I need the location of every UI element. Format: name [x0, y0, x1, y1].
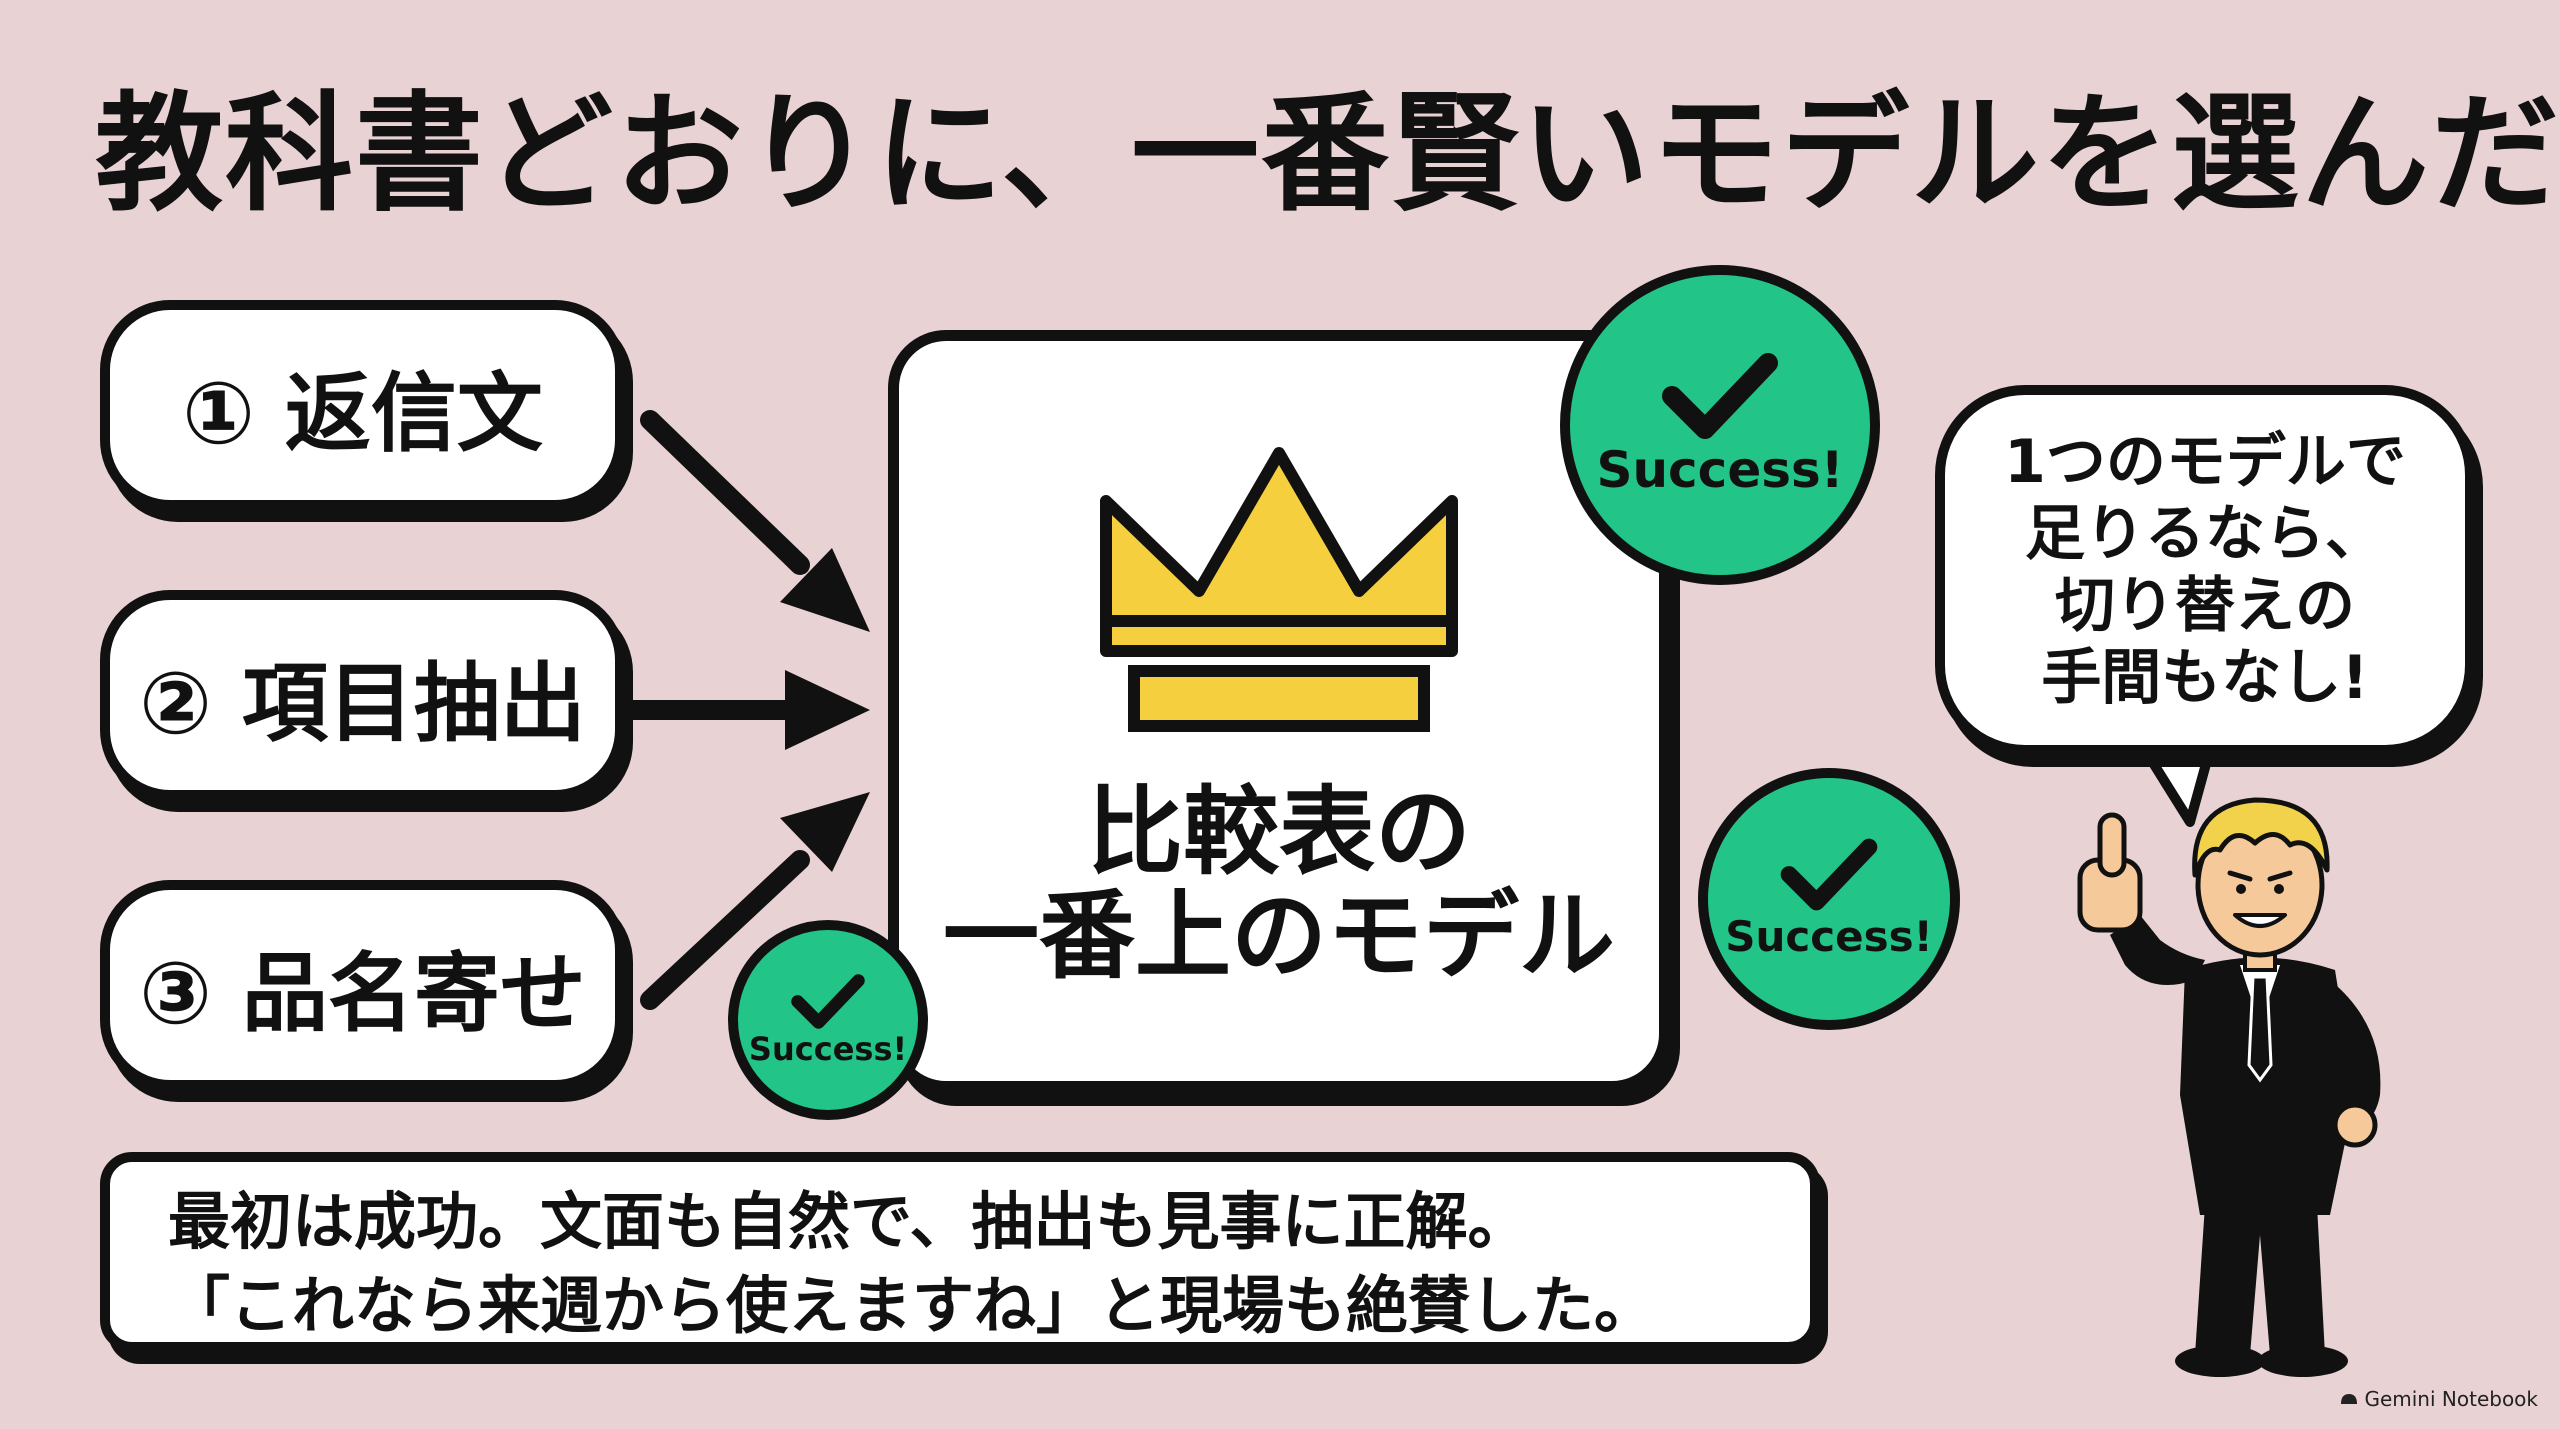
step-item-extraction: ② 項目抽出 — [100, 590, 625, 800]
arrow-head-3 — [780, 792, 870, 872]
top-model-label: 比較表の 一番上のモデル — [899, 776, 1659, 992]
arrow-head-1 — [780, 548, 870, 632]
caption-box: 最初は成功。文面も自然で、抽出も見事に正解。 「これなら来週から使えますね」と現… — [100, 1152, 1820, 1352]
gemini-icon — [2341, 1394, 2358, 1404]
speech-bubble-line1: 1つのモデルで — [2004, 427, 2406, 497]
speech-bubble: 1つのモデルで 足りるなら、 切り替えの 手間もなし! — [1935, 385, 2475, 755]
arrow-head-2 — [785, 670, 870, 750]
success-badge-bottom-label: Success! — [748, 1029, 908, 1068]
page-title: 教科書どおりに、一番賢いモデルを選んだ — [95, 80, 2560, 229]
businessman-thumbs-up-illustration — [2077, 797, 2381, 1377]
top-model-label-line1: 比較表の — [1087, 776, 1471, 888]
success-badge-top: Success! — [1560, 265, 1880, 585]
checkmark-icon — [1662, 353, 1778, 439]
speech-bubble-line2: 足りるなら、 — [2025, 499, 2385, 569]
step-reply-text: ① 返信文 — [100, 300, 625, 510]
caption-line2: 「これなら来週から使えますね」と現場も絶賛した。 — [168, 1268, 1657, 1342]
success-badge-bottom: Success! — [728, 920, 928, 1120]
success-badge-right: Success! — [1698, 768, 1960, 1030]
crown-icon — [1100, 447, 1458, 732]
success-badge-right-label: Success! — [1725, 912, 1933, 961]
top-model-label-line2: 一番上のモデル — [943, 879, 1615, 992]
checkmark-icon — [791, 973, 865, 1029]
caption-line1: 最初は成功。文面も自然で、抽出も見事に正解。 — [168, 1185, 1530, 1258]
footer-label: Gemini Notebook — [2364, 1387, 2538, 1411]
speech-bubble-line3: 切り替えの — [2055, 571, 2355, 641]
top-model-card: 比較表の 一番上のモデル — [888, 330, 1670, 1092]
success-badge-top-label: Success! — [1596, 441, 1844, 499]
step-product-name-matching: ③ 品名寄せ — [100, 880, 625, 1090]
footer-branding: Gemini Notebook — [2340, 1387, 2538, 1411]
checkmark-icon — [1780, 838, 1878, 911]
speech-bubble-line4: 手間もなし! — [2041, 643, 2369, 713]
